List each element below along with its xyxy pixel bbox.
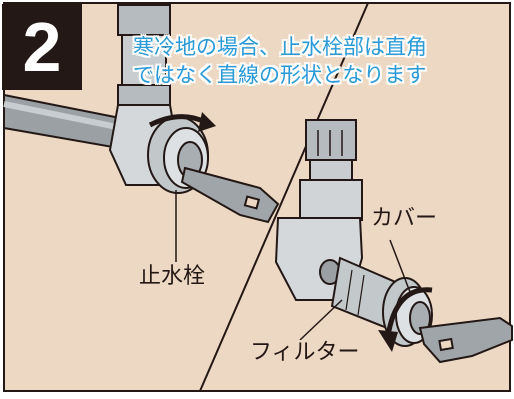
filter-leader xyxy=(299,299,343,341)
wall-edge-line xyxy=(199,2,369,392)
cover-label: カバー xyxy=(368,206,441,232)
cold-region-note-line2: ではなく直線の形状となります xyxy=(133,63,427,87)
step-number-badge: 2 xyxy=(2,4,82,90)
lower-rotation-arrow xyxy=(378,287,433,352)
stop-valve-label: 止水栓 xyxy=(136,264,209,290)
upper-key-tool xyxy=(180,166,280,224)
cold-region-note-line1: 寒冷地の場合、止水栓部は直角 xyxy=(133,35,427,59)
lower-key-tool xyxy=(418,316,513,364)
lower-pipe xyxy=(299,119,363,221)
filter-label: フィルター xyxy=(247,340,363,366)
upper-rotation-arrow xyxy=(148,112,216,132)
cover-leader xyxy=(389,239,411,293)
